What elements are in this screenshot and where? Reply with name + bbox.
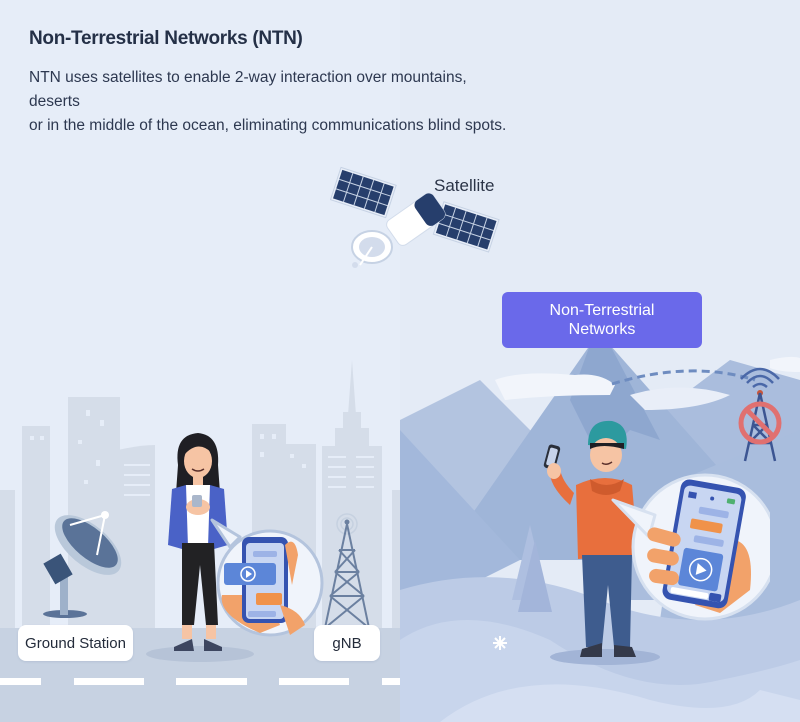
satellite-icon xyxy=(330,166,500,268)
cell-tower-icon xyxy=(324,513,370,629)
ground-station-label: Ground Station xyxy=(18,625,133,661)
page-description: NTN uses satellites to enable 2-way inte… xyxy=(29,66,509,138)
description-line-1: NTN uses satellites to enable 2-way inte… xyxy=(29,69,467,110)
ntn-label-line2: Networks xyxy=(568,321,636,338)
satellite-label: Satellite xyxy=(434,176,495,195)
speech-bubble-phone-chat xyxy=(210,518,324,637)
satellite-dish-icon xyxy=(43,511,122,618)
terrestrial-panel: Ground Station gNB xyxy=(0,360,400,722)
snowflake-icon xyxy=(493,636,507,650)
ground-station-text: Ground Station xyxy=(25,634,126,652)
ntn-label-box: Non-Terrestrial Networks xyxy=(502,292,702,348)
no-signal-tower-icon xyxy=(738,367,782,462)
gnb-label: gNB xyxy=(314,625,380,661)
page-title: Non-Terrestrial Networks (NTN) xyxy=(29,28,303,49)
description-line-2: or in the middle of the ocean, eliminati… xyxy=(29,117,507,134)
non-terrestrial-panel: Non-Terrestrial Networks xyxy=(400,0,800,722)
gnb-text: gNB xyxy=(332,634,362,652)
hiker-with-phone xyxy=(543,420,638,657)
woman-with-phone xyxy=(168,433,228,651)
play-icon xyxy=(688,557,713,582)
ntn-label-line1: Non-Terrestrial xyxy=(549,302,655,319)
speech-bubble-phone-video xyxy=(611,473,770,621)
